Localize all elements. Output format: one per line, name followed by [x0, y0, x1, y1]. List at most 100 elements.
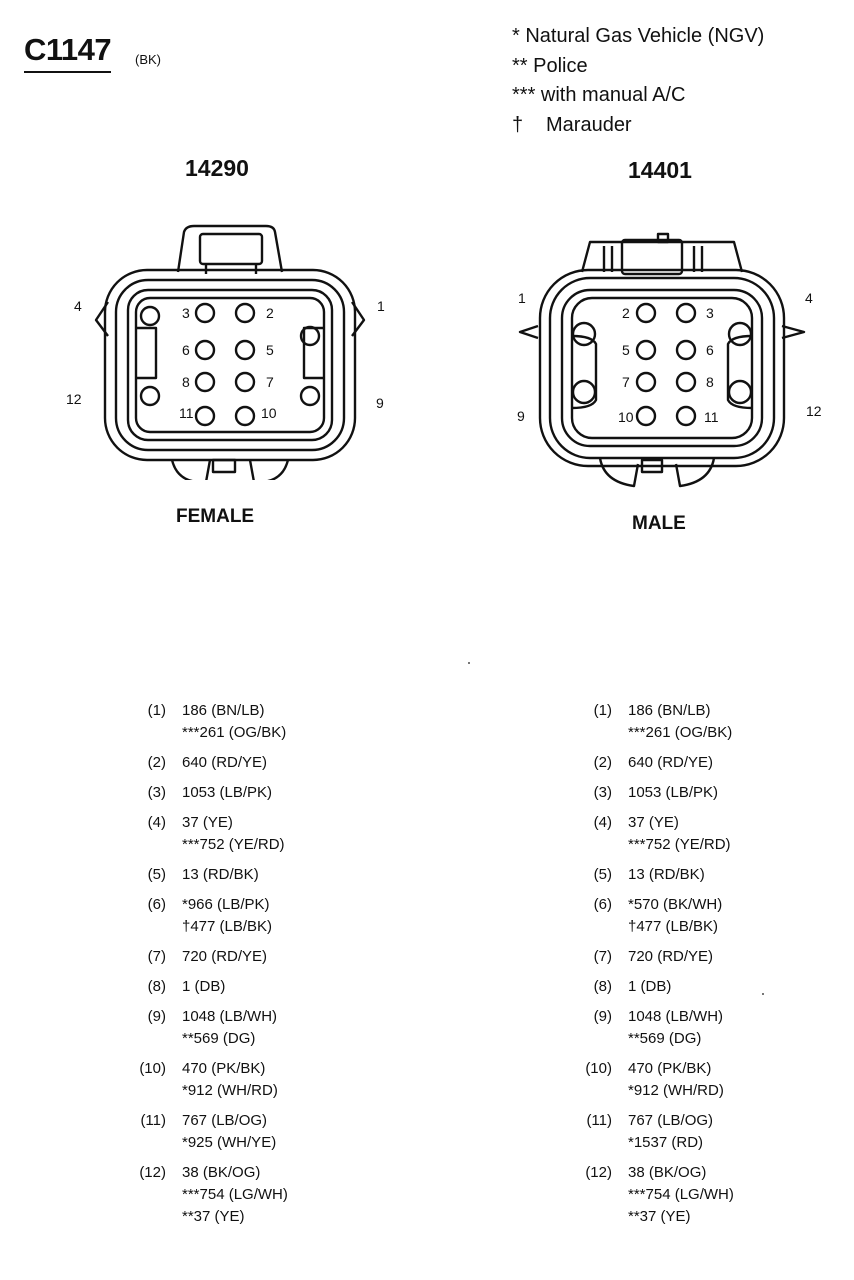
female-circuit-entry: (11)767 (LB/OG)*925 (WH/YE)	[140, 1110, 288, 1154]
male-circuit-entry: (1)186 (BN/LB)***261 (OG/BK)	[594, 700, 734, 744]
male-circuit-wire: 1048 (LB/WH)	[628, 1008, 724, 1025]
female-pin-2-label: 2	[266, 305, 274, 321]
female-pin-3-label: 3	[182, 305, 190, 321]
male-pin-5-label: 5	[622, 342, 630, 358]
male-circuit-wire: 37 (YE)	[628, 814, 679, 831]
male-circuit-entry: (6)*570 (BK/WH)†477 (LB/BK)	[594, 894, 734, 938]
female-circuit-wire: **569 (DG)	[182, 1030, 256, 1047]
male-corner-label-9: 9	[517, 408, 525, 424]
female-circuit-entry: (7)720 (RD/YE)	[148, 946, 288, 968]
female-corner-label-9: 9	[376, 395, 384, 411]
female-circuit-wire: 13 (RD/BK)	[182, 866, 259, 883]
female-circuit-entry: (5) 13 (RD/BK)	[148, 864, 288, 886]
female-pin-6-label: 6	[182, 342, 190, 358]
female-circuit-pin-number: (11)	[140, 1112, 166, 1129]
connector-color-code: (BK)	[135, 52, 161, 67]
female-circuit-entry: (9)1048 (LB/WH)**569 (DG)	[148, 1006, 288, 1050]
male-circuit-wire: **569 (DG)	[628, 1030, 702, 1047]
male-pin-2-label: 2	[622, 305, 630, 321]
female-circuit-wire: 1053 (LB/PK)	[182, 784, 273, 801]
legend-item-police: ** Police	[512, 54, 588, 77]
female-pin-11-label: 11	[179, 405, 194, 421]
male-circuit-pin-number: (11)	[586, 1112, 612, 1129]
female-circuit-wire: ***754 (LG/WH)	[182, 1186, 288, 1203]
female-part-number: 14290	[185, 155, 249, 181]
legend: * Natural Gas Vehicle (NGV) ** Police **…	[512, 22, 764, 140]
male-circuit-wire: 1 (DB)	[628, 978, 672, 995]
female-circuit-entry: (12) 38 (BK/OG) ***754 (LG/WH) **37 (YE)	[139, 1162, 288, 1228]
female-circuit-entry: (8)1 (DB)	[148, 976, 288, 998]
male-pin-7-label: 7	[622, 374, 630, 390]
female-circuit-wire: 37 (YE)	[182, 814, 233, 831]
female-circuit-pin-number: (6)	[147, 896, 166, 913]
male-circuit-pin-number: (4)	[593, 814, 612, 831]
male-connector-face: 2 3 5 6 7 8 10 11	[518, 232, 806, 488]
male-circuit-entry: (10)470 (PK/BK)*912 (WH/RD)	[585, 1058, 734, 1102]
male-circuit-entry: (5) 13 (RD/BK)	[594, 864, 734, 886]
male-circuit-wire: *1537 (RD)	[628, 1134, 704, 1151]
male-circuit-entry: (4) 37 (YE) ***752 (YE/RD)	[594, 812, 734, 856]
female-circuit-wire: †477 (LB/BK)	[182, 918, 273, 935]
female-circuit-wire: 186 (BN/LB)	[182, 702, 265, 719]
male-circuit-pin-number: (10)	[585, 1060, 612, 1077]
male-part-number: 14401	[628, 157, 692, 183]
male-circuit-entry: (2)640 (RD/YE)	[594, 752, 734, 774]
male-circuit-wire: 640 (RD/YE)	[628, 754, 714, 771]
female-circuit-pin-number: (3)	[147, 784, 166, 801]
male-circuit-entry: (7)720 (RD/YE)	[594, 946, 734, 968]
female-circuit-entry: (10) 470 (PK/BK) *912 (WH/RD)	[139, 1058, 288, 1102]
female-circuit-wire: ***261 (OG/BK)	[182, 724, 287, 741]
male-circuit-wire: ***261 (OG/BK)	[628, 724, 733, 741]
female-circuit-entry: (3) 1053 (LB/PK)	[148, 782, 288, 804]
male-circuit-entry: (3)1053 (LB/PK)	[594, 782, 734, 804]
female-circuit-entry: (2)640 (RD/YE)	[148, 752, 288, 774]
female-circuit-pin-number: (5)	[147, 866, 166, 883]
male-circuit-pin-number: (1)	[593, 702, 612, 719]
female-pin-8-label: 8	[182, 374, 190, 390]
female-corner-label-1: 1	[377, 298, 385, 314]
female-circuit-wire: 470 (PK/BK)	[182, 1060, 266, 1077]
male-circuit-pin-number: (3)	[593, 784, 612, 801]
male-circuit-wire: 13 (RD/BK)	[628, 866, 705, 883]
female-pin-10-label: 10	[261, 405, 277, 421]
female-label: FEMALE	[176, 506, 255, 527]
male-circuit-pin-number: (6)	[593, 896, 612, 913]
male-pin-8-label: 8	[706, 374, 714, 390]
female-circuit-wire: 38 (BK/OG)	[182, 1164, 261, 1181]
male-circuit-pin-number: (12)	[585, 1164, 612, 1181]
male-circuit-wire: *570 (BK/WH)	[628, 896, 723, 913]
scan-speck	[468, 662, 470, 664]
male-circuit-pin-number: (5)	[593, 866, 612, 883]
female-corner-label-4: 4	[74, 298, 82, 314]
male-circuit-pin-number: (8)	[593, 978, 612, 995]
female-corner-label-12: 12	[66, 391, 82, 407]
male-corner-label-1: 1	[518, 290, 526, 306]
legend-item-marauder: †Marauder	[512, 113, 632, 136]
male-circuit-entry: (12)38 (BK/OG)***754 (LG/WH)**37 (YE)	[585, 1162, 734, 1228]
male-circuit-wire: 470 (PK/BK)	[628, 1060, 712, 1077]
scan-speck	[762, 993, 764, 995]
female-circuit-wire: 1048 (LB/WH)	[182, 1008, 278, 1025]
male-corner-label-12: 12	[806, 403, 822, 419]
female-circuit-wire: 640 (RD/YE)	[182, 754, 268, 771]
female-circuit-wire: ***752 (YE/RD)	[182, 836, 285, 853]
male-pin-3-label: 3	[706, 305, 714, 321]
female-circuit-table: (1)186 (BN/LB)***261 (OG/BK)(2)640 (RD/Y…	[139, 700, 288, 1236]
female-circuit-entry: (6)*966 (LB/PK)†477 (LB/BK)	[148, 894, 288, 938]
male-pin-11-label: 11	[704, 409, 719, 425]
male-circuit-pin-number: (7)	[593, 948, 612, 965]
male-pin-6-label: 6	[706, 342, 714, 358]
male-circuit-wire: 767 (LB/OG)	[628, 1112, 714, 1129]
female-circuit-pin-number: (12)	[139, 1164, 166, 1181]
male-circuit-wire: ***752 (YE/RD)	[628, 836, 731, 853]
female-circuit-pin-number: (10)	[139, 1060, 166, 1077]
female-circuit-wire: *912 (WH/RD)	[182, 1082, 278, 1099]
female-circuit-wire: **37 (YE)	[182, 1208, 245, 1225]
male-circuit-wire: 38 (BK/OG)	[628, 1164, 707, 1181]
male-circuit-entry: (9)1048 (LB/WH)**569 (DG)	[594, 1006, 734, 1050]
female-circuit-wire: 720 (RD/YE)	[182, 948, 268, 965]
female-circuit-wire: 767 (LB/OG)	[182, 1112, 268, 1129]
legend-item-ngv: * Natural Gas Vehicle (NGV)	[512, 25, 765, 47]
male-label: MALE	[632, 513, 686, 534]
female-circuit-wire: 1 (DB)	[182, 978, 226, 995]
